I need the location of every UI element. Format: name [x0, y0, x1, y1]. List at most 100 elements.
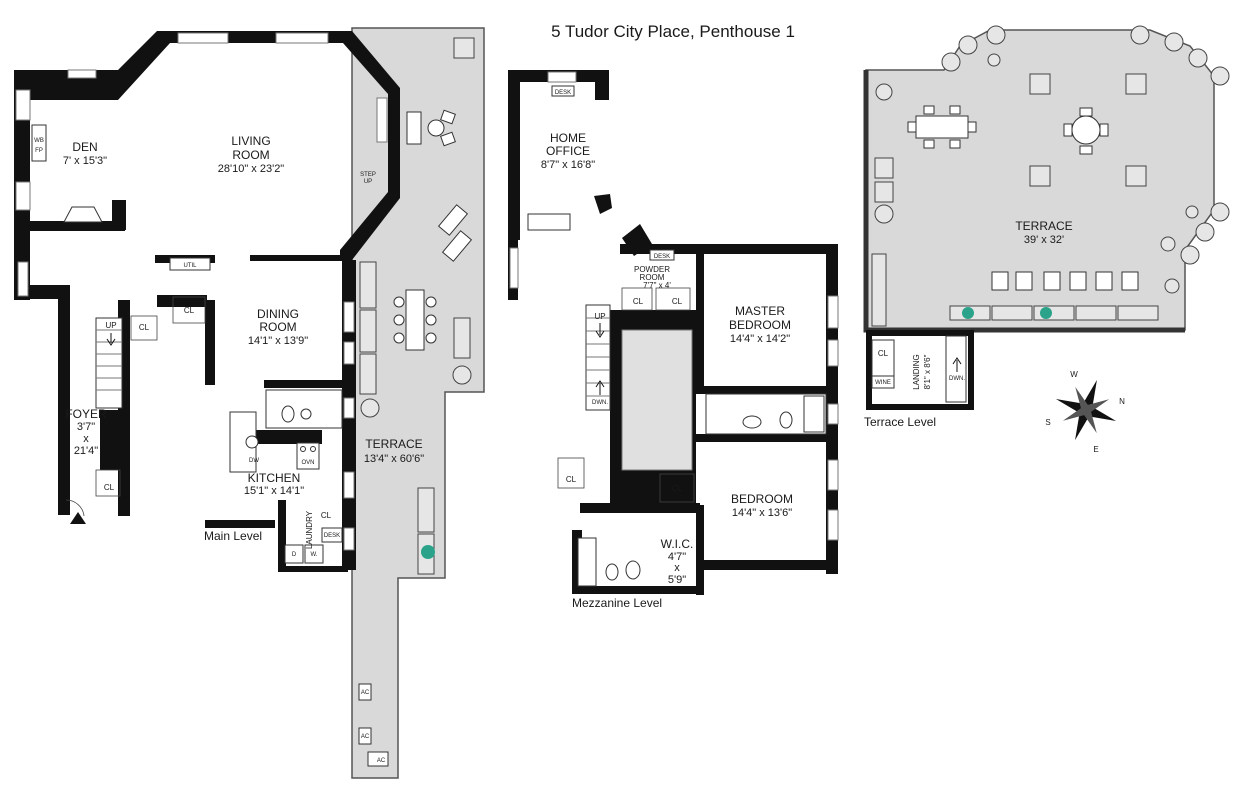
master-label-1: MASTER	[735, 304, 785, 318]
compass-n: N	[1119, 397, 1125, 406]
lounge-chair	[1121, 271, 1139, 291]
mezzanine-stairs	[585, 304, 611, 411]
dining-label-1: DINING	[257, 307, 299, 321]
master-west-wall	[696, 254, 704, 394]
planter	[1125, 165, 1147, 187]
dining-west-wall	[205, 300, 215, 385]
bathtub	[577, 537, 597, 587]
closet-label: CL	[184, 306, 195, 315]
column-pod	[1195, 222, 1215, 242]
entry-marker	[70, 512, 86, 524]
util-closet	[169, 257, 211, 271]
closet-box	[172, 296, 206, 324]
closet-box	[557, 457, 585, 489]
main-stairs	[95, 317, 123, 409]
step-up-label: UP	[364, 179, 372, 185]
window	[275, 32, 329, 44]
sofa	[406, 111, 422, 145]
compass-s: S	[1045, 418, 1050, 427]
toilet-icon	[779, 411, 793, 429]
planter	[1029, 165, 1051, 187]
round-planter	[875, 83, 893, 101]
dryer-label: D	[292, 552, 297, 558]
bathtub	[803, 395, 825, 433]
planter	[453, 317, 471, 359]
round-planter	[452, 365, 472, 385]
oven-label: OVN	[301, 460, 314, 466]
bath-south-wall	[572, 586, 702, 594]
bath-sink	[605, 563, 619, 581]
ac-label: AC	[361, 690, 370, 696]
closet-box	[659, 473, 695, 503]
kitchen-range	[296, 442, 320, 470]
dining-dim: 14'1" x 13'9"	[248, 335, 308, 347]
planter	[417, 487, 435, 533]
foyer-west-wall	[58, 285, 70, 515]
bedroom-dim: 14'4" x 13'6"	[732, 507, 792, 519]
planter	[1125, 73, 1147, 95]
main-level-label: Main Level	[204, 529, 262, 543]
kitchen-sink	[245, 435, 259, 449]
closet-label: CL	[139, 323, 150, 332]
tree-icon	[421, 545, 435, 559]
planter	[359, 353, 377, 395]
util-label: UTIL	[183, 263, 197, 269]
planter	[874, 181, 894, 203]
office-west-wall	[508, 70, 520, 240]
powder-dim: 7'7" x 4'	[643, 281, 671, 290]
washer	[304, 544, 324, 564]
wic-dim-1: 4'7"	[668, 551, 686, 563]
round-table	[1071, 115, 1101, 145]
pier	[594, 194, 612, 214]
up-arrow-icon	[595, 380, 605, 395]
wb-label: WB	[34, 138, 44, 144]
main-terrace-label: TERRACE	[365, 437, 422, 451]
window	[509, 247, 519, 289]
bedroom-south-wall-2	[696, 560, 834, 570]
up-label: UP	[594, 312, 605, 321]
closet-label: CL	[878, 349, 889, 358]
column-pod	[941, 52, 961, 72]
wic-dim-2: x	[674, 562, 680, 574]
den-label: DEN	[72, 140, 97, 154]
foyer-dim-2: x	[83, 433, 89, 445]
dw-label: DW	[249, 458, 259, 464]
tree-icon	[1040, 307, 1052, 319]
down-label: DWN.	[592, 400, 608, 406]
round-planter	[987, 53, 1001, 67]
closet-box	[130, 315, 158, 341]
closet-label: CL	[633, 297, 644, 306]
master-label-2: BEDROOM	[729, 318, 791, 332]
column-pod	[1188, 48, 1208, 68]
office-dim: 8'7" x 16'8"	[541, 159, 595, 171]
desk-label: DESK	[555, 90, 571, 96]
mezzanine-level: DESK DESK UP DWN. CL CL CL CL	[508, 70, 839, 610]
bath-north-wall	[264, 380, 344, 388]
entry-door-swing	[65, 499, 85, 517]
round-planter	[1185, 205, 1199, 219]
lounge-chair	[441, 230, 473, 262]
master-north-wall	[620, 244, 838, 254]
desk	[551, 85, 575, 97]
window	[343, 471, 355, 499]
lounge-chair	[1015, 271, 1033, 291]
window	[343, 397, 355, 419]
planter	[1075, 305, 1117, 321]
compass-w: W	[1070, 370, 1078, 379]
living-label-1: LIVING	[231, 134, 270, 148]
round-planter	[360, 398, 380, 418]
main-level: WB FP UTIL UP STEP UP CL CL CL CL	[14, 27, 485, 779]
toilet-icon	[625, 560, 641, 580]
terrace-level: TERRACE 39' x 32' CL WINE DWN. LANDING 8…	[863, 25, 1230, 429]
closet-label: CL	[321, 511, 332, 520]
planter	[991, 305, 1033, 321]
down-arrow-icon	[106, 333, 116, 346]
dining-north-wall	[250, 255, 345, 261]
planter	[1117, 305, 1159, 321]
closet-box	[95, 469, 121, 497]
down-label: DWN.	[949, 376, 965, 382]
compass-rose	[1055, 379, 1117, 441]
planter	[1029, 73, 1051, 95]
column-pod	[958, 35, 978, 55]
